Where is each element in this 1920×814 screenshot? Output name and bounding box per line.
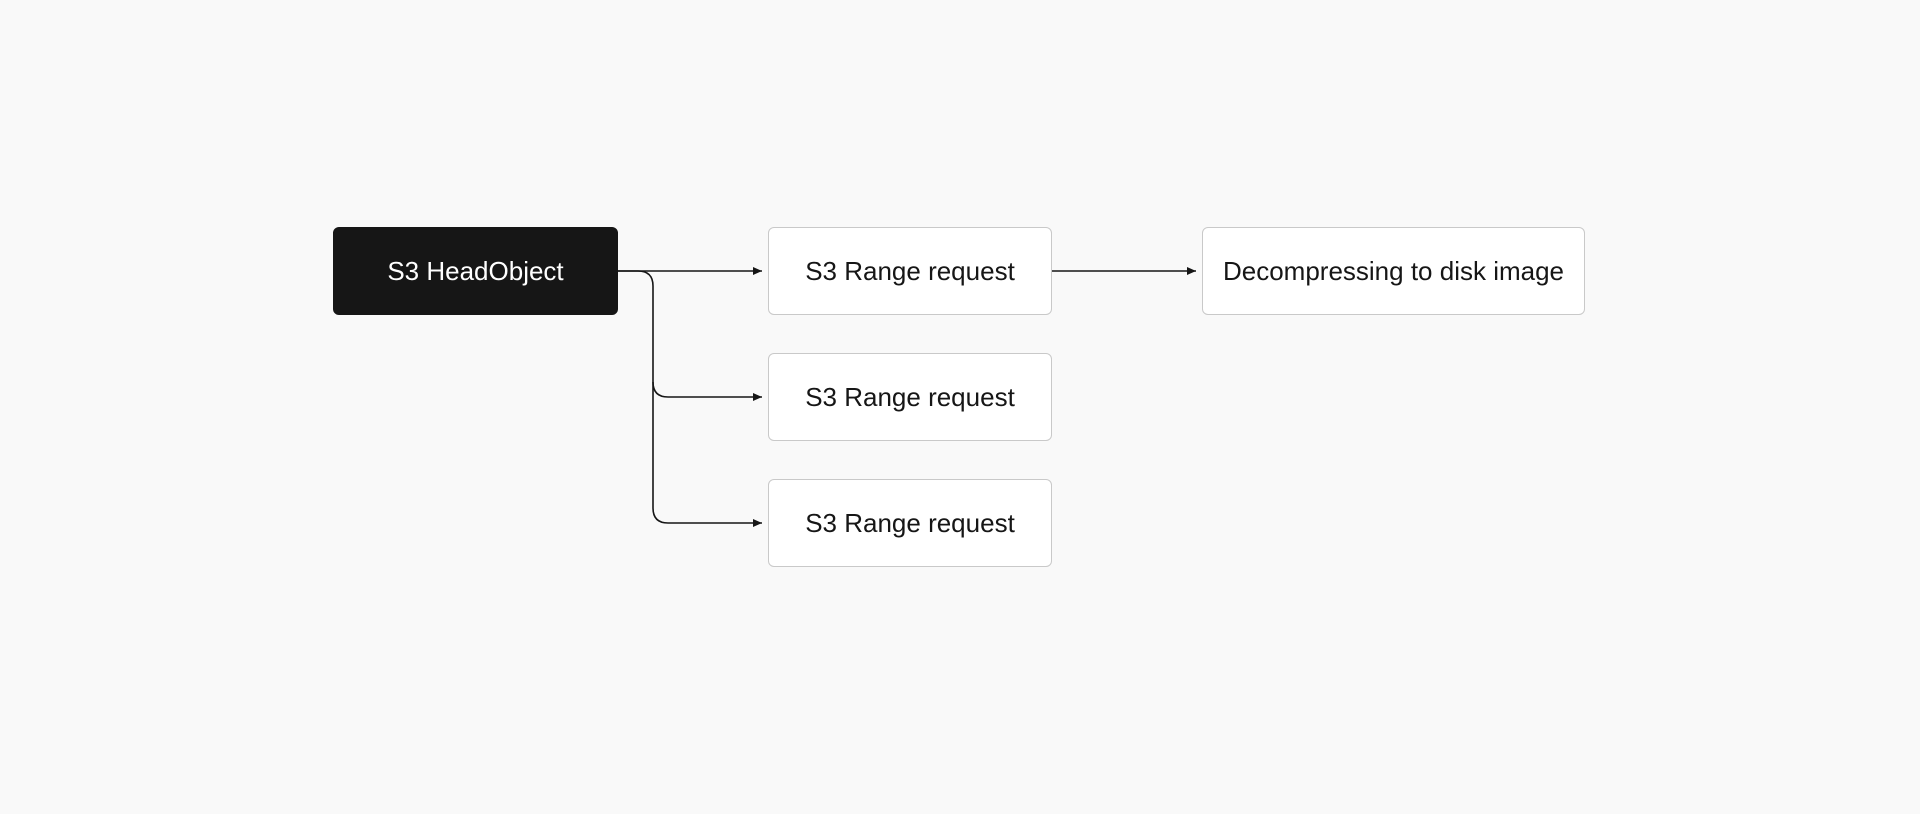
edge-head-to-range-3 bbox=[652, 382, 762, 527]
edge-head-to-range-2 bbox=[618, 270, 762, 401]
node-s3-range-request-2: S3 Range request bbox=[768, 353, 1052, 441]
node-s3-range-request-1: S3 Range request bbox=[768, 227, 1052, 315]
node-s3-headobject: S3 HeadObject bbox=[333, 227, 618, 315]
node-label: Decompressing to disk image bbox=[1222, 255, 1565, 286]
node-s3-range-request-3: S3 Range request bbox=[768, 479, 1052, 567]
node-decompressing-to-disk-image: Decompressing to disk image bbox=[1202, 227, 1585, 315]
node-label: S3 Range request bbox=[805, 255, 1015, 286]
node-label: S3 HeadObject bbox=[387, 255, 564, 286]
node-label: S3 Range request bbox=[805, 507, 1015, 538]
node-label: S3 Range request bbox=[805, 381, 1015, 412]
